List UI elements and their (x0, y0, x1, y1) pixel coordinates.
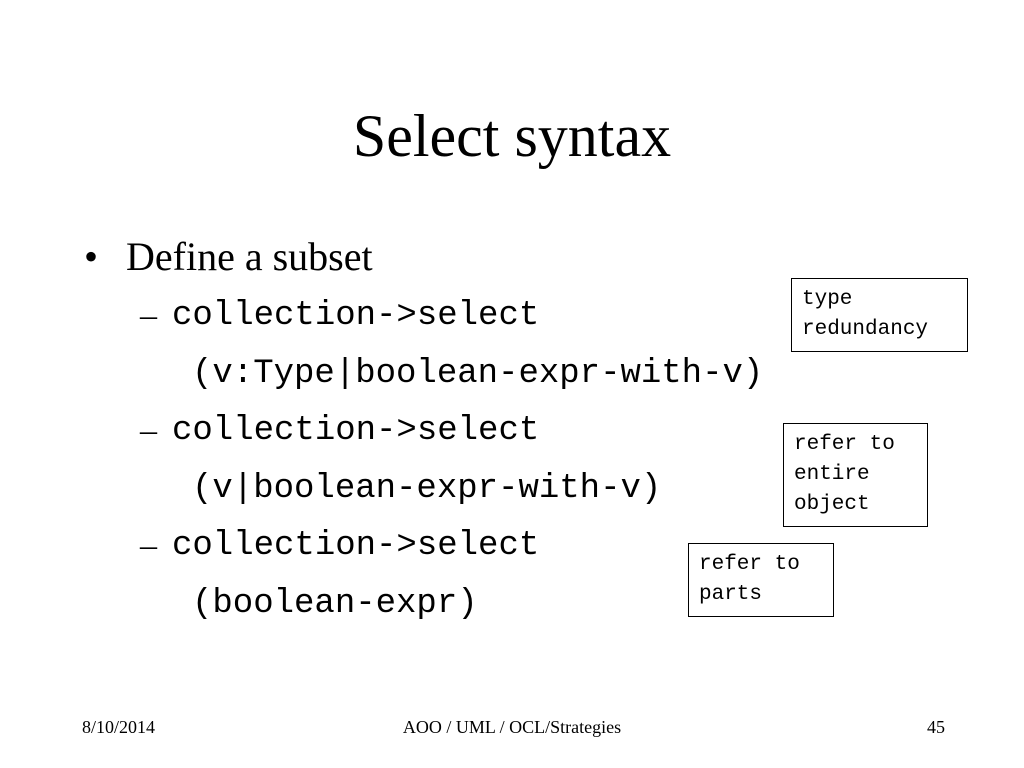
callout-parts: refer to parts (688, 543, 834, 617)
bullet-text: Define a subset (126, 234, 373, 279)
dash-marker: – (140, 527, 157, 564)
dash-marker: – (140, 297, 157, 334)
footer-title: AOO / UML / OCL/Strategies (402, 717, 622, 737)
bullet-marker: • (84, 234, 99, 279)
code-line-continuation: (v|boolean-expr-with-v) (192, 470, 662, 508)
code-line-continuation: (boolean-expr) (192, 585, 478, 623)
footer-date: 8/10/2014 (82, 717, 156, 737)
callout-entire-object: refer to entire object (783, 423, 928, 527)
callout-type-redundancy: type redundancy (791, 278, 968, 352)
slide-title: Select syntax (352, 103, 672, 169)
code-line: collection->select (172, 297, 540, 335)
code-line-continuation: (v:Type|boolean-expr-with-v) (192, 355, 764, 393)
code-line: collection->select (172, 412, 540, 450)
dash-marker: – (140, 412, 157, 449)
code-line: collection->select (172, 527, 540, 565)
bullet-item: • Define a subset (84, 232, 373, 282)
page-number: 45 (927, 717, 945, 737)
